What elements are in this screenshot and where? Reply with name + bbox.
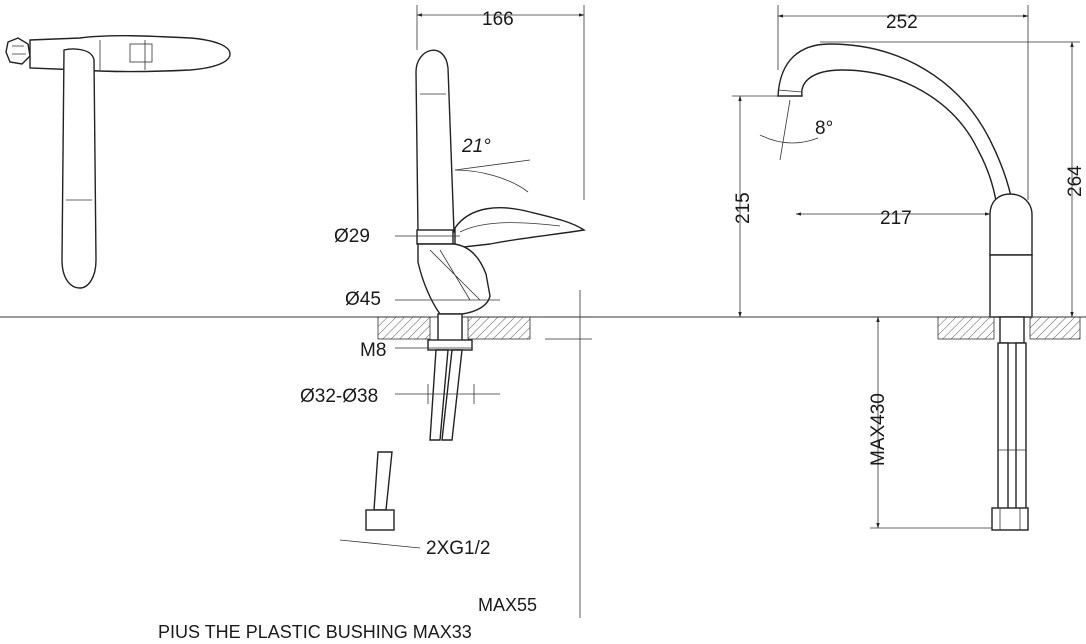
dim-reach: 252 bbox=[886, 12, 918, 33]
dim-spout-diameter: Ø29 bbox=[334, 226, 370, 247]
dim-outlet-height: 215 bbox=[733, 192, 754, 224]
dim-total-height: 264 bbox=[1065, 165, 1086, 197]
dim-inner-reach: 217 bbox=[880, 208, 912, 229]
dim-width-top: 166 bbox=[482, 9, 514, 30]
dim-thread: M8 bbox=[360, 340, 386, 361]
note-max-thickness: MAX55 bbox=[478, 595, 537, 615]
note-bushing: PIUS THE PLASTIC BUSHING MAX33 bbox=[158, 622, 472, 642]
dim-connector: 2XG1/2 bbox=[426, 538, 490, 559]
front-view bbox=[732, 5, 1081, 531]
dim-hole-range: Ø32-Ø38 bbox=[300, 386, 378, 407]
top-view bbox=[5, 35, 231, 289]
side-view bbox=[339, 5, 592, 618]
dim-base-diameter: Ø45 bbox=[345, 289, 381, 310]
dim-angle-handle: 21° bbox=[461, 136, 491, 157]
dim-spout-angle: 8° bbox=[815, 118, 833, 139]
dim-hose-length: MAX430 bbox=[868, 393, 889, 466]
